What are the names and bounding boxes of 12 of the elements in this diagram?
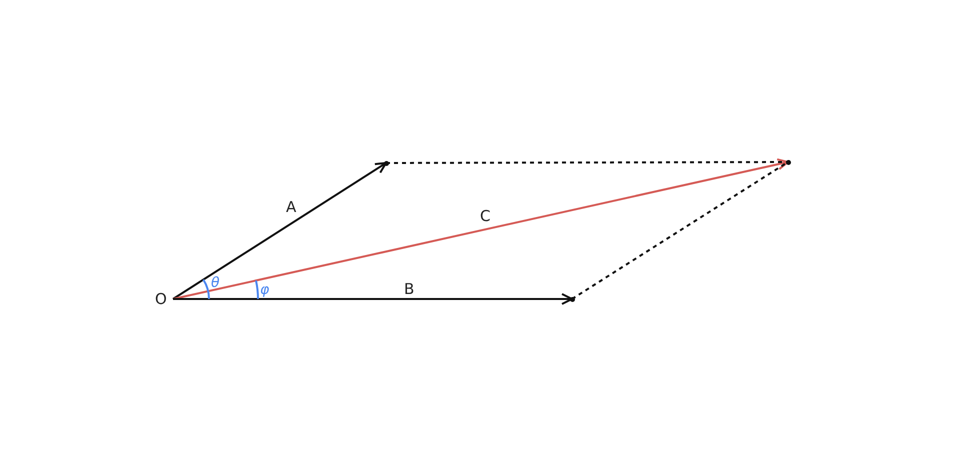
vector-arrow [173, 293, 573, 305]
vertex-point [570, 296, 574, 302]
vector-arrow [172, 158, 789, 300]
vector-arrow [172, 162, 387, 300]
angle-label: φ [260, 281, 270, 299]
vector-label: B [404, 280, 414, 298]
angle-label: θ [211, 274, 220, 292]
vertex-point [786, 160, 790, 164]
vector-label: C [480, 207, 490, 225]
vertex-point [384, 160, 388, 166]
point-label: O [155, 290, 167, 308]
vector-label: A [286, 198, 296, 216]
